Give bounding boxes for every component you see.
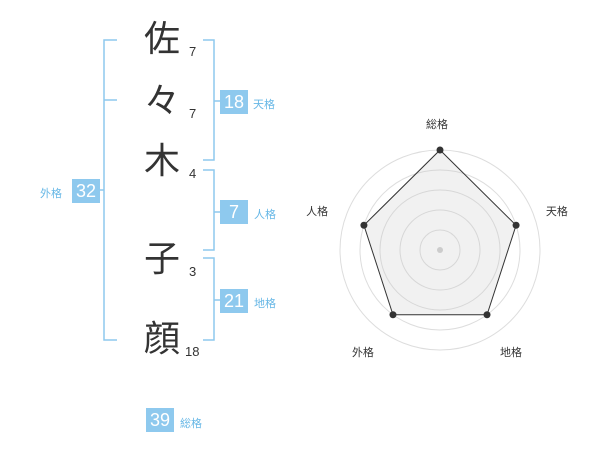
name-char-3: 木	[143, 141, 180, 182]
gaikaku-label: 外格	[40, 187, 62, 200]
radar-ring-3	[379, 189, 501, 311]
tenkaku-badge: 18	[220, 90, 248, 114]
chikaku-label: 地格	[254, 297, 276, 310]
tenkaku-label: 天格	[253, 98, 275, 111]
stroke-count-3: 4	[189, 166, 197, 181]
radar-point-5	[360, 221, 368, 229]
radar-ring-4	[359, 169, 521, 331]
jinkaku-badge: 7	[220, 200, 248, 224]
stroke-count-5: 18	[185, 344, 200, 359]
radar-axis-label-3: 地格	[500, 345, 523, 359]
radar-axis-label-2: 天格	[545, 205, 568, 219]
name-char-4: 子	[143, 239, 180, 280]
jinkaku-label: 人格	[254, 208, 276, 221]
radar-point-3	[483, 311, 491, 319]
radar-ring-2	[399, 209, 481, 291]
soukaku-label: 総格	[180, 417, 202, 430]
stroke-count-2: 7	[189, 106, 197, 121]
radar-center	[437, 247, 443, 253]
radar-polygon	[363, 149, 517, 316]
radar-point-1	[436, 146, 444, 154]
name-char-1: 佐	[143, 19, 180, 60]
soukaku-badge: 39	[146, 408, 174, 432]
name-char-2: 々	[143, 81, 180, 122]
radar-point-2	[512, 221, 520, 229]
name-char-5: 顔	[143, 319, 180, 360]
stroke-count-1: 7	[189, 44, 197, 59]
radar-axis-label-5: 人格	[306, 205, 329, 219]
radar-axis-label-4: 外格	[351, 345, 374, 359]
stroke-count-4: 3	[189, 264, 197, 279]
radar-axis-label-1: 総格	[426, 118, 448, 131]
chikaku-badge: 21	[220, 289, 248, 313]
gaikaku-badge: 32	[72, 179, 100, 203]
radar-point-4	[389, 311, 397, 319]
radar-ring-1	[419, 229, 461, 271]
